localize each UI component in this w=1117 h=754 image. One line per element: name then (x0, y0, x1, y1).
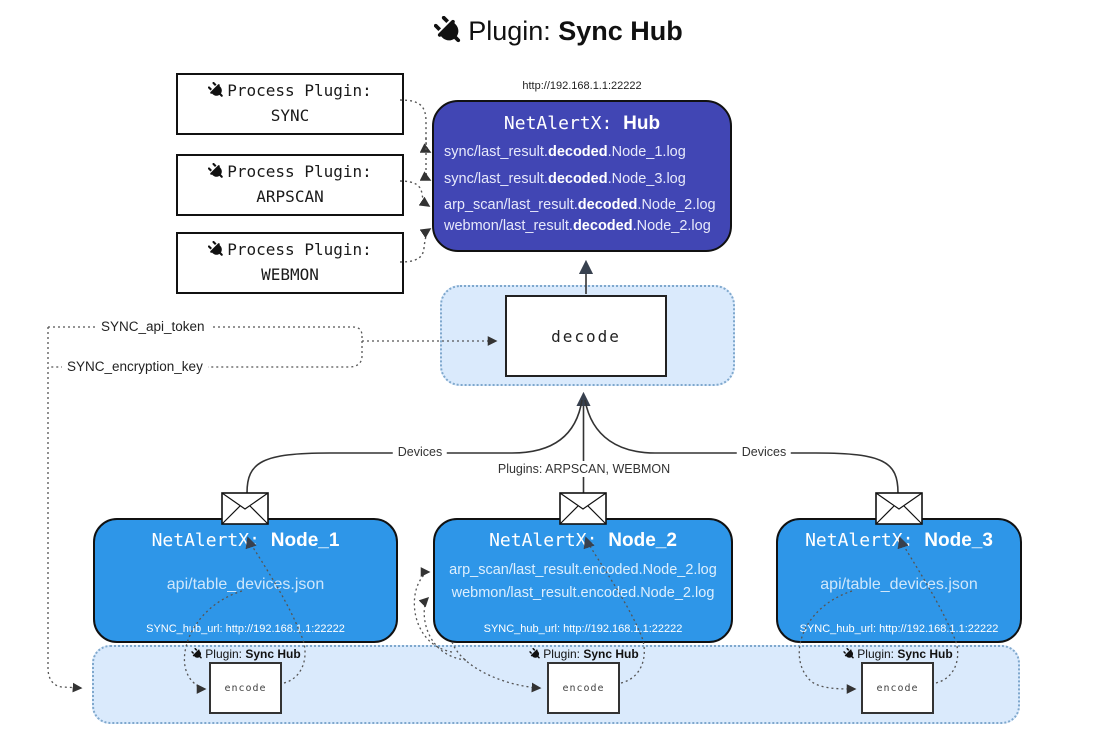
process-plugin-label: Process Plugin: (227, 81, 372, 101)
encode-box[interactable]: encode (209, 662, 282, 714)
plug-icon (206, 239, 228, 261)
process-plugin-webmon[interactable]: Process Plugin: WEBMON (176, 232, 404, 294)
encode-plugin-label: Plugin: Sync Hub (527, 646, 639, 662)
node-2-box[interactable]: NetAlertX: Node_2 arp_scan/last_result.e… (433, 518, 733, 643)
hub-log-line: sync/last_result.decoded.Node_3.log (444, 171, 686, 187)
edge-label-plugins: Plugins: ARPSCAN, WEBMON (492, 461, 676, 477)
hub-title: NetAlertX: Hub (503, 113, 661, 134)
envelope-icon (875, 492, 923, 525)
process-plugin-sync[interactable]: Process Plugin: SYNC (176, 73, 404, 135)
encode-box[interactable]: encode (861, 662, 934, 714)
hub-url-label: http://192.168.1.1:22222 (522, 80, 642, 92)
plug-icon (189, 646, 205, 662)
plug-icon (206, 161, 228, 183)
process-plugin-arpscan[interactable]: Process Plugin: ARPSCAN (176, 154, 404, 216)
plug-icon (527, 646, 543, 662)
node-title: NetAlertX: Node_1 (151, 530, 340, 551)
hub-log-line: sync/last_result.decoded.Node_1.log (444, 144, 686, 160)
sync-api-token-label: SYNC_api_token (96, 319, 210, 334)
edge-label-devices-right: Devices (736, 444, 792, 460)
encode-plugin-label: Plugin: Sync Hub (841, 646, 953, 662)
node-file: api/table_devices.json (166, 576, 325, 593)
page-title: Plugin: Sync Hub (0, 12, 1117, 50)
sync-encryption-key-label: SYNC_encryption_key (62, 359, 208, 374)
envelope-icon (221, 492, 269, 525)
process-plugin-label: Process Plugin: (227, 240, 372, 260)
node-title: NetAlertX: Node_3 (805, 530, 993, 551)
node-file: api/table_devices.json (820, 576, 978, 593)
process-plugin-name: WEBMON (261, 265, 319, 284)
node-hub-url: SYNC_hub_url: http://192.168.1.1:22222 (483, 623, 683, 635)
node-hub-url: SYNC_hub_url: http://192.168.1.1:22222 (146, 623, 345, 635)
process-plugin-label: Process Plugin: (227, 162, 372, 182)
node-hub-url: SYNC_hub_url: http://192.168.1.1:22222 (799, 623, 999, 635)
page-title-name: Sync Hub (558, 16, 683, 46)
plug-icon (841, 646, 857, 662)
hub-box[interactable]: NetAlertX: Hub sync/last_result.decoded.… (432, 100, 732, 252)
node-3-box[interactable]: NetAlertX: Node_3 api/table_devices.json… (776, 518, 1022, 643)
process-plugin-name: ARPSCAN (256, 187, 324, 206)
plug-icon (206, 80, 228, 102)
envelope-icon (559, 492, 607, 525)
process-plugin-name: SYNC (270, 106, 310, 125)
node-file: arp_scan/last_result.encoded.Node_2.log (449, 562, 717, 578)
plug-icon (430, 12, 468, 50)
hub-log-line: arp_scan/last_result.decoded.Node_2.log (444, 197, 716, 213)
encode-box[interactable]: encode (547, 662, 620, 714)
node-file: webmon/last_result.encoded.Node_2.log (451, 585, 715, 601)
decode-box[interactable]: decode (505, 295, 667, 377)
node-title: NetAlertX: Node_2 (489, 530, 677, 551)
edge-label-devices-left: Devices (392, 444, 448, 460)
node-1-box[interactable]: NetAlertX: Node_1 api/table_devices.json… (93, 518, 398, 643)
page-title-prefix: Plugin: (468, 16, 551, 46)
hub-log-line: webmon/last_result.decoded.Node_2.log (444, 218, 711, 234)
encode-plugin-label: Plugin: Sync Hub (189, 646, 301, 662)
